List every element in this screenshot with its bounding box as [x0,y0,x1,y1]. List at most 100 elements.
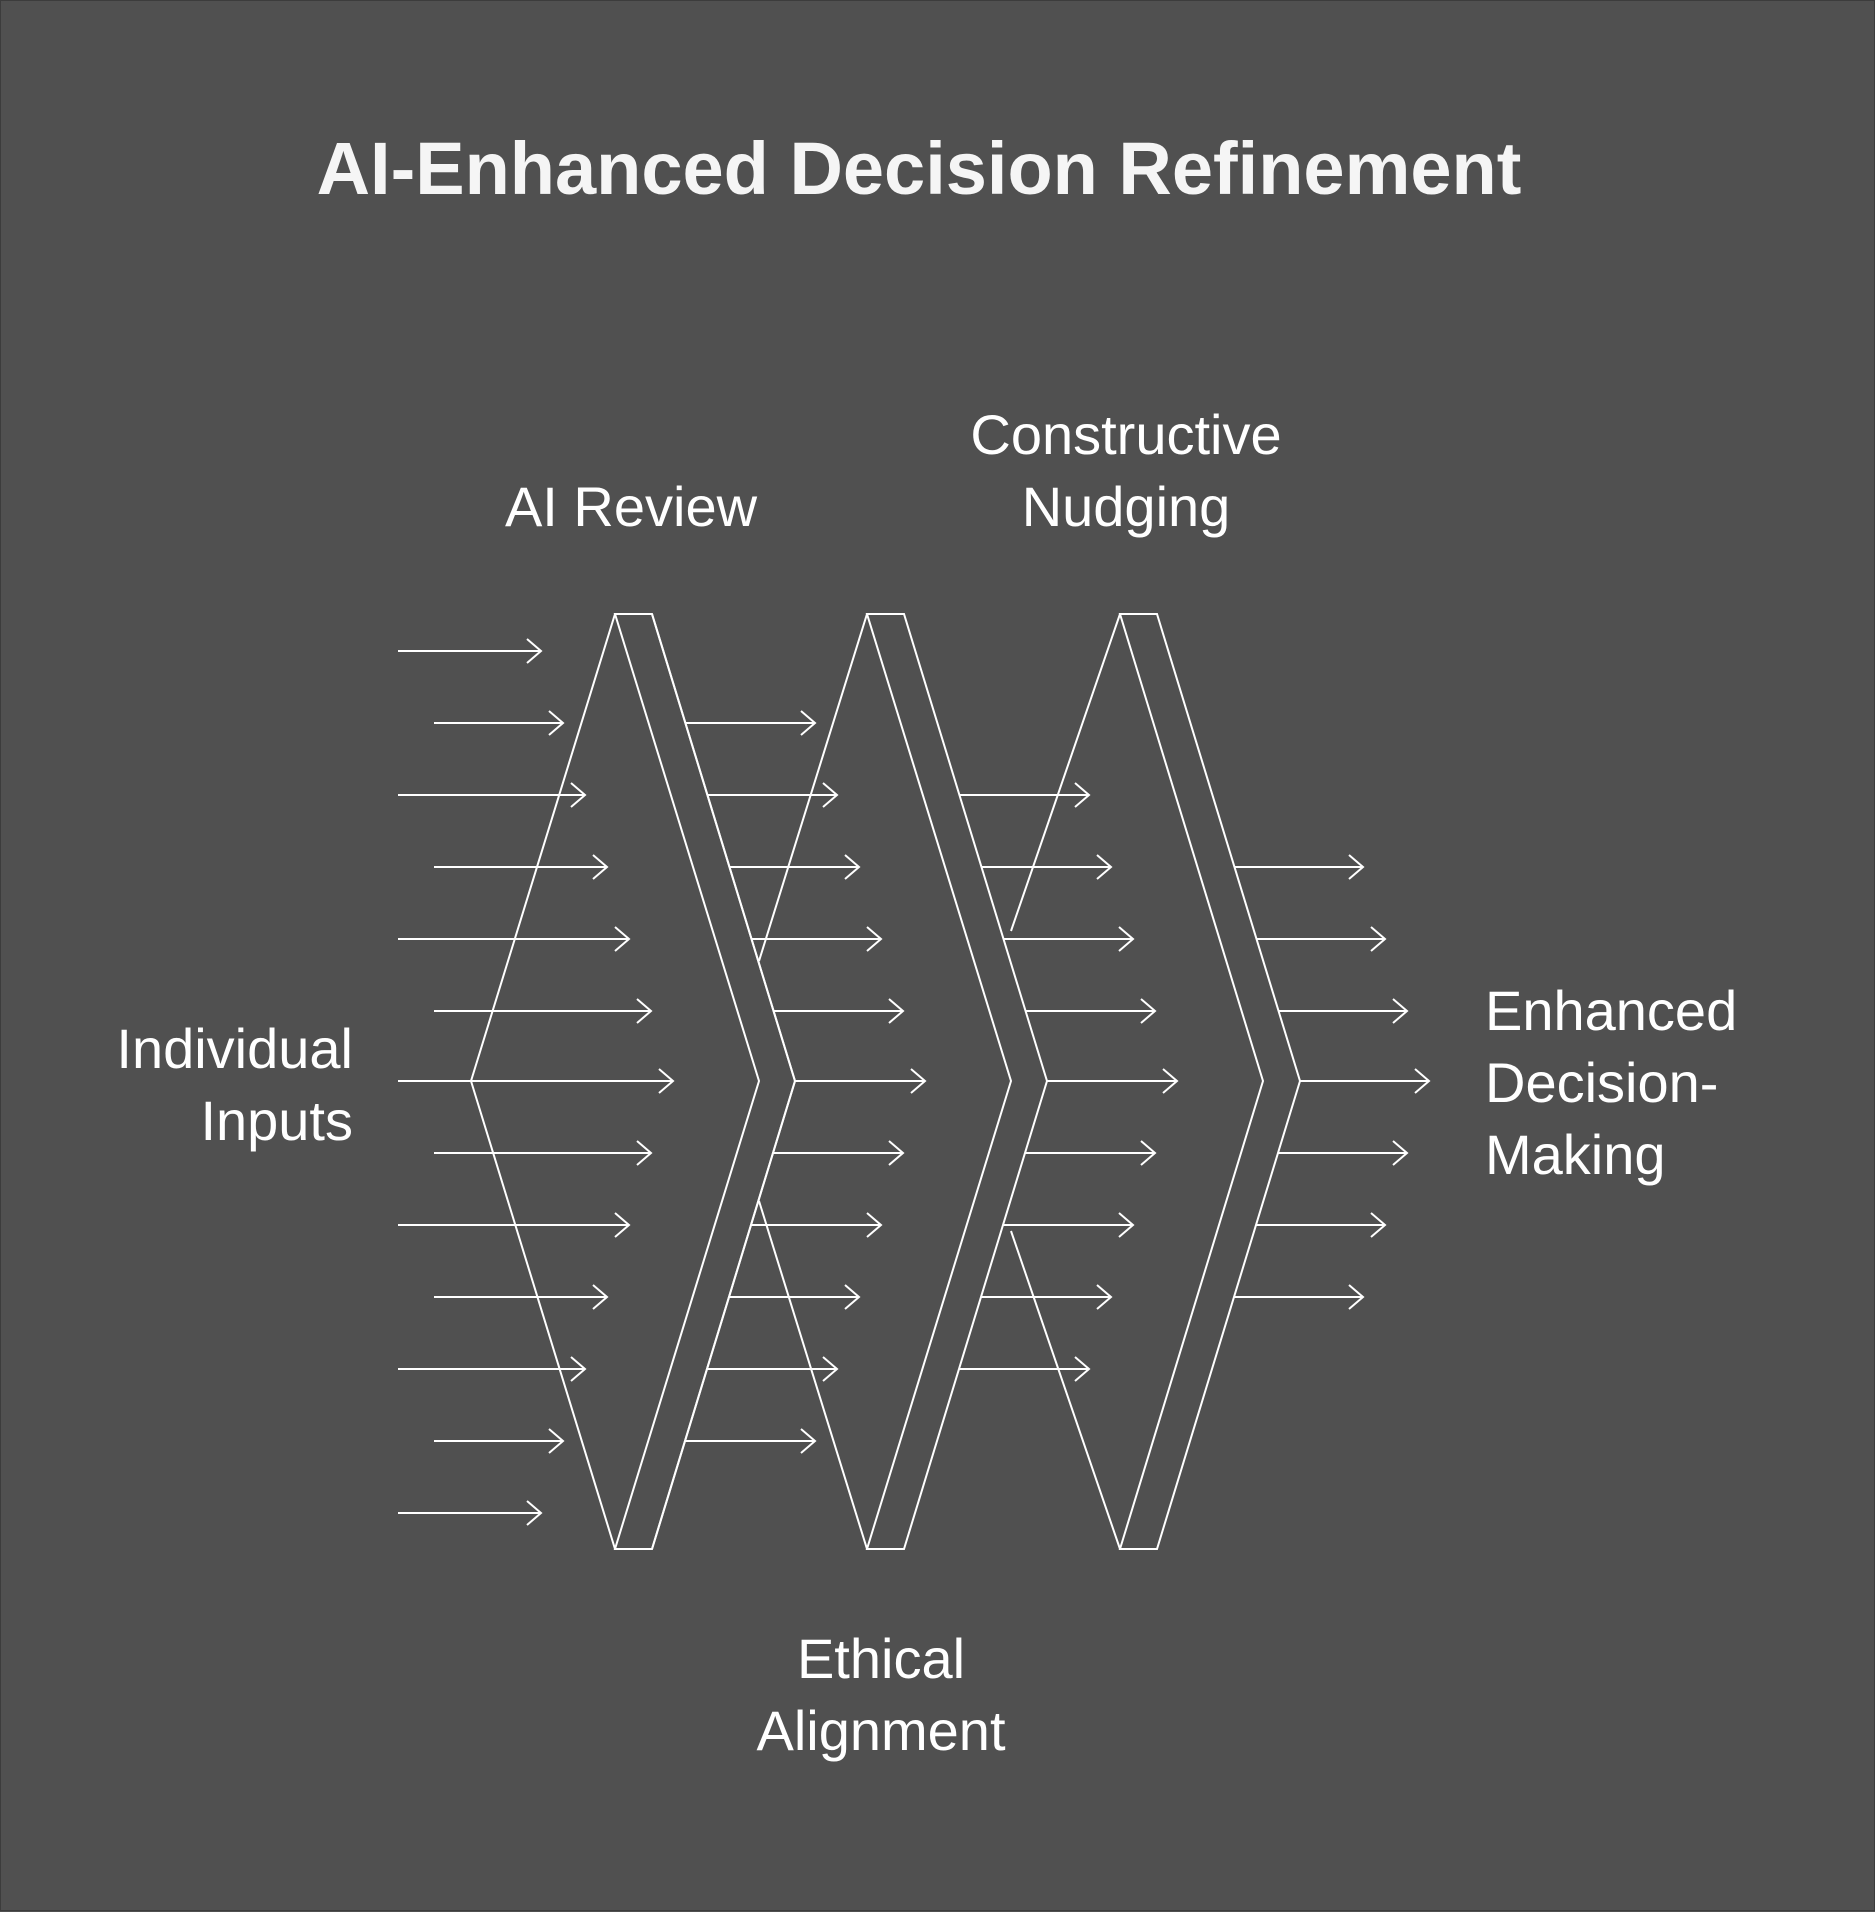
review-output-arrow-3-head [844,854,861,880]
final-output-arrow-7 [1234,1284,1365,1310]
review-output-arrow-4 [751,926,883,952]
nudging-output-arrow-9 [959,1356,1091,1382]
final-output-arrow-1-head [1348,854,1365,880]
nudging-output-arrow-7-head [1118,1212,1135,1238]
review-output-arrow-10-head [822,1356,839,1382]
final-output-arrow-6-head [1370,1212,1387,1238]
input-arrow-4-head [592,854,609,880]
review-output-arrow-5 [773,998,905,1024]
review-output-arrow-11-head [800,1428,817,1454]
nudging-output-arrow-1 [959,782,1091,808]
nudging-output-arrow-5-head [1162,1068,1179,1094]
review-output-arrow-10 [707,1356,839,1382]
label-individual-inputs: Individual Inputs [61,1013,353,1157]
final-output-arrow-3-head [1392,998,1409,1024]
ethical-alignment-stage [1118,613,1302,1550]
nudging-output-arrow-6 [1025,1140,1157,1166]
diagram-title: AI-Enhanced Decision Refinement [316,127,1522,210]
nudging-output-arrow-6-head [1140,1140,1157,1166]
nudging-output-arrow-5 [1047,1068,1179,1094]
input-arrow-7 [398,1068,675,1094]
final-output-arrow-3 [1278,998,1409,1024]
label-enhanced-decision-making-line-3: Making [1485,1123,1666,1186]
final-output-arrow-4 [1300,1068,1431,1094]
input-arrow-13 [398,1500,543,1526]
final-output-arrow-4-head [1414,1068,1431,1094]
review-output-arrow-2-head [822,782,839,808]
input-arrow-10 [434,1284,609,1310]
ai-review-funnel-edge [470,613,616,1550]
review-output-arrow-8 [751,1212,883,1238]
review-output-arrow-1 [685,710,817,736]
input-arrow-9 [398,1212,631,1238]
input-arrow-5-head [614,926,631,952]
input-arrow-10-head [592,1284,609,1310]
review-output-arrow-6-head [910,1068,927,1094]
final-output-arrow-1 [1234,854,1365,880]
input-arrow-12 [434,1428,565,1454]
input-arrow-2-head [548,710,565,736]
label-enhanced-decision-making: Enhanced Decision- Making [1485,975,1865,1191]
review-output-arrow-7 [773,1140,905,1166]
review-output-arrow-7-head [888,1140,905,1166]
nudging-output-arrow-9-head [1074,1356,1091,1382]
label-constructive-nudging-line-1: Constructive [970,403,1282,466]
final-output-arrow-7-head [1348,1284,1365,1310]
review-output-arrow-9-head [844,1284,861,1310]
input-arrow-11 [398,1356,587,1382]
label-enhanced-decision-making-line-1: Enhanced [1485,979,1738,1042]
input-arrow-2 [434,710,565,736]
input-arrow-8 [434,1140,653,1166]
final-output-arrow-6 [1256,1212,1387,1238]
input-arrow-3-head [570,782,587,808]
label-constructive-nudging: Constructive Nudging [901,399,1351,543]
nudging-output-arrow-7 [1003,1212,1135,1238]
nudging-output-arrow-3 [1003,926,1135,952]
final-output-arrow-5 [1278,1140,1409,1166]
label-ai-review-line-1: AI Review [504,475,758,538]
input-arrow-9-head [614,1212,631,1238]
review-output-arrow-5-head [888,998,905,1024]
label-ethical-alignment-line-1: Ethical [796,1627,966,1690]
label-individual-inputs-line-1: Individual [116,1017,353,1080]
nudging-output-arrow-2 [981,854,1113,880]
final-output-arrow-5-head [1392,1140,1409,1166]
constructive-nudging-stage [865,613,1049,1550]
input-arrow-8-head [636,1140,653,1166]
review-output-arrow-11 [685,1428,817,1454]
input-arrow-7-head [658,1068,675,1094]
input-arrow-6 [434,998,653,1024]
input-arrow-1-head [526,638,543,664]
nudging-output-arrow-4-head [1140,998,1157,1024]
review-output-arrow-9 [729,1284,861,1310]
input-arrow-13-head [526,1500,543,1526]
review-output-arrow-8-head [866,1212,883,1238]
input-arrow-1 [398,638,543,664]
label-ai-review: AI Review [461,471,801,543]
ethical-alignment-funnel-edge [1010,613,1121,1550]
nudging-output-arrow-3-head [1118,926,1135,952]
label-ethical-alignment: Ethical Alignment [681,1623,1081,1767]
nudging-output-arrow-1-head [1074,782,1091,808]
constructive-nudging-funnel-edge [758,613,868,1550]
review-output-arrow-6 [795,1068,927,1094]
flow-arrows [398,638,1431,1526]
review-output-arrow-1-head [800,710,817,736]
input-arrow-12-head [548,1428,565,1454]
input-arrow-11-head [570,1356,587,1382]
input-arrow-5 [398,926,631,952]
input-arrow-6-head [636,998,653,1024]
input-arrow-4 [434,854,609,880]
nudging-output-arrow-8 [981,1284,1113,1310]
review-output-arrow-2 [707,782,839,808]
input-arrow-3 [398,782,587,808]
label-ethical-alignment-line-2: Alignment [756,1699,1006,1762]
label-individual-inputs-line-2: Inputs [200,1089,353,1152]
final-output-arrow-2-head [1370,926,1387,952]
nudging-output-arrow-4 [1025,998,1157,1024]
review-output-arrow-3 [729,854,861,880]
label-enhanced-decision-making-line-2: Decision- [1485,1051,1719,1114]
final-output-arrow-2 [1256,926,1387,952]
review-output-arrow-4-head [866,926,883,952]
